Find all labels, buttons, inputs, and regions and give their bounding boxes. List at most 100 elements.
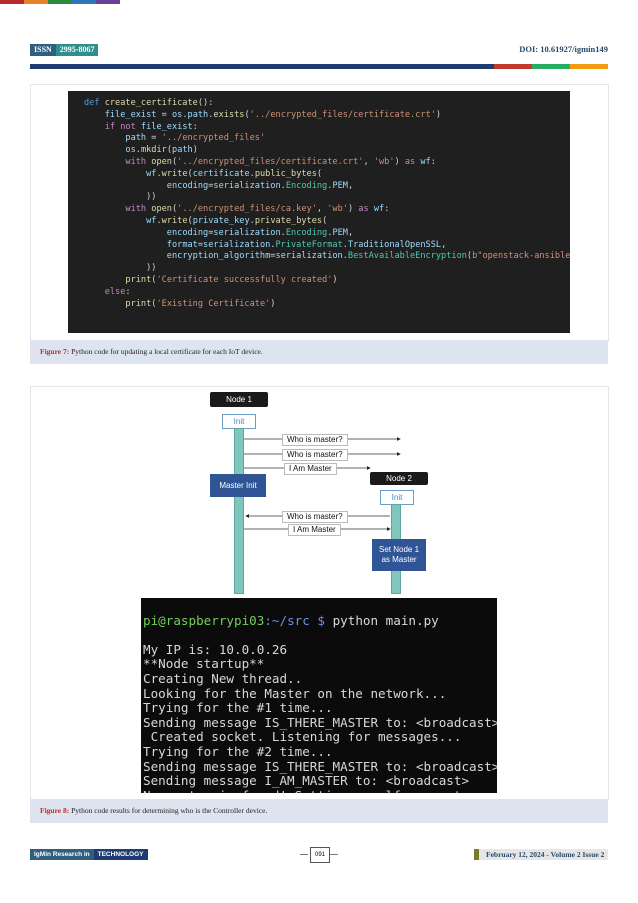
code-token: public_bytes	[254, 168, 317, 179]
code-token: ():	[197, 98, 214, 108]
code-token: Encoding	[285, 180, 328, 191]
code-line: wf.write(certificate.public_bytes(	[84, 169, 570, 181]
code-token: write	[161, 215, 188, 226]
code-token: PrivateFormat	[275, 239, 343, 250]
code-token: .	[156, 168, 162, 179]
code-token: with	[125, 156, 152, 167]
issn-label: ISSN	[30, 44, 56, 56]
code-token: (	[151, 298, 157, 309]
code-line: else:	[84, 287, 570, 299]
code-token: PEM	[332, 180, 348, 191]
code-line: encoding=serialization.Encoding.PEM,	[84, 181, 570, 193]
terminal-line: Sending message IS_THERE_MASTER to: <bro…	[143, 758, 497, 774]
node-2-label: Node 2	[370, 472, 428, 485]
code-token: encryption_algorithm	[166, 251, 271, 262]
code-token: (	[244, 109, 250, 120]
code-token	[84, 216, 146, 226]
code-token: serialization	[213, 180, 281, 191]
sequence-diagram: Node 1 Init Master Init Node 2 Init Set …	[210, 392, 440, 596]
code-line: with open('../encrypted_files/certificat…	[84, 157, 570, 169]
code-token: certificate	[192, 168, 250, 179]
code-token	[84, 122, 105, 132]
code-token: as	[358, 204, 374, 215]
code-token: .	[342, 251, 348, 262]
code-token: (	[187, 215, 193, 226]
code-line: os.mkdir(path)	[84, 145, 570, 157]
code-token: =	[146, 133, 162, 144]
code-token: file_exist	[104, 109, 157, 120]
code-token: .	[249, 168, 255, 179]
code-token: ))	[84, 192, 157, 203]
code-token: with	[125, 204, 152, 215]
code-token: 'wb'	[373, 156, 395, 167]
code-token: .	[280, 227, 286, 238]
figure-8-caption-text: Python code results for determining who …	[69, 806, 268, 815]
code-token: )	[270, 298, 276, 309]
code-token: encoding	[166, 227, 209, 238]
code-token: wf	[420, 156, 431, 167]
code-token: BestAvailableEncryption	[347, 251, 467, 262]
figure-7-caption-text: Python code for updating a local certifi…	[69, 347, 263, 356]
code-token: ))	[84, 263, 157, 274]
terminal-line: Creating New thread..	[143, 670, 303, 686]
node-1-lifeline	[234, 428, 244, 594]
code-token: file_exist	[140, 121, 193, 132]
code-token: .	[327, 180, 333, 191]
code-line: encryption_algorithm=serialization.BestA…	[84, 251, 570, 263]
terminal-command: python main.py	[325, 612, 439, 628]
code-token	[84, 169, 146, 179]
code-line: wf.write(private_key.private_bytes(	[84, 216, 570, 228]
code-line: path = '../encrypted_files'	[84, 133, 570, 145]
code-listing: def create_certificate(): file_exist = o…	[68, 91, 570, 333]
terminal-line: Sending message I_AM_MASTER to: <broadca…	[143, 773, 470, 789]
set-node-master-box: Set Node 1 as Master	[372, 539, 426, 571]
code-token: path	[125, 133, 147, 144]
page-line-left	[300, 854, 308, 855]
issn-number: 2995-8067	[55, 44, 99, 56]
code-token: wf	[146, 168, 157, 179]
code-token: :	[384, 204, 390, 215]
page-number: 091	[310, 847, 330, 863]
code-line: ))	[84, 263, 570, 275]
code-token: )	[435, 109, 442, 120]
code-line: file_exist = os.path.exists('../encrypte…	[84, 110, 570, 122]
strip-segment	[48, 0, 72, 4]
code-token: wf	[373, 204, 385, 215]
code-token: open	[151, 156, 172, 167]
code-token: =	[197, 239, 204, 250]
code-token: (	[187, 168, 193, 179]
code-token: (	[171, 204, 178, 215]
terminal-line: My IP is: 10.0.0.26	[143, 641, 288, 657]
code-token: .	[249, 215, 255, 226]
msg-who-is-master-2: Who is master?	[282, 449, 348, 461]
code-token: os	[171, 109, 183, 120]
node-1-label: Node 1	[210, 392, 268, 407]
terminal-output: pi@raspberrypi03:~/src $ python main.py …	[141, 598, 497, 793]
code-token: .	[135, 145, 141, 156]
code-token: path	[172, 145, 193, 156]
code-token: =	[156, 109, 172, 120]
code-token	[84, 299, 125, 309]
code-token: .	[342, 239, 348, 250]
code-line: format=serialization.PrivateFormat.Tradi…	[84, 240, 570, 252]
code-token: )	[347, 204, 359, 215]
msg-who-is-master-1: Who is master?	[282, 434, 348, 446]
code-token: format	[166, 239, 198, 250]
code-token: )	[394, 156, 405, 167]
code-token: ,	[347, 227, 354, 238]
code-token: .	[280, 180, 286, 191]
code-token: mkdir	[140, 145, 167, 156]
code-token	[84, 157, 125, 167]
code-token: print	[125, 274, 152, 285]
figure-7-caption: Figure 7: Python code for updating a loc…	[30, 340, 608, 364]
code-token: PEM	[332, 227, 348, 238]
code-token: =	[208, 180, 214, 191]
code-token: def	[84, 98, 105, 108]
code-token: (	[316, 168, 323, 179]
code-token	[84, 110, 105, 120]
code-token: exists	[213, 109, 245, 120]
doi-text: DOI: 10.61927/igmin149	[519, 44, 608, 54]
code-token: encoding	[166, 180, 209, 191]
figure-8-label: Figure 8:	[40, 806, 70, 815]
code-token: :	[430, 156, 436, 167]
